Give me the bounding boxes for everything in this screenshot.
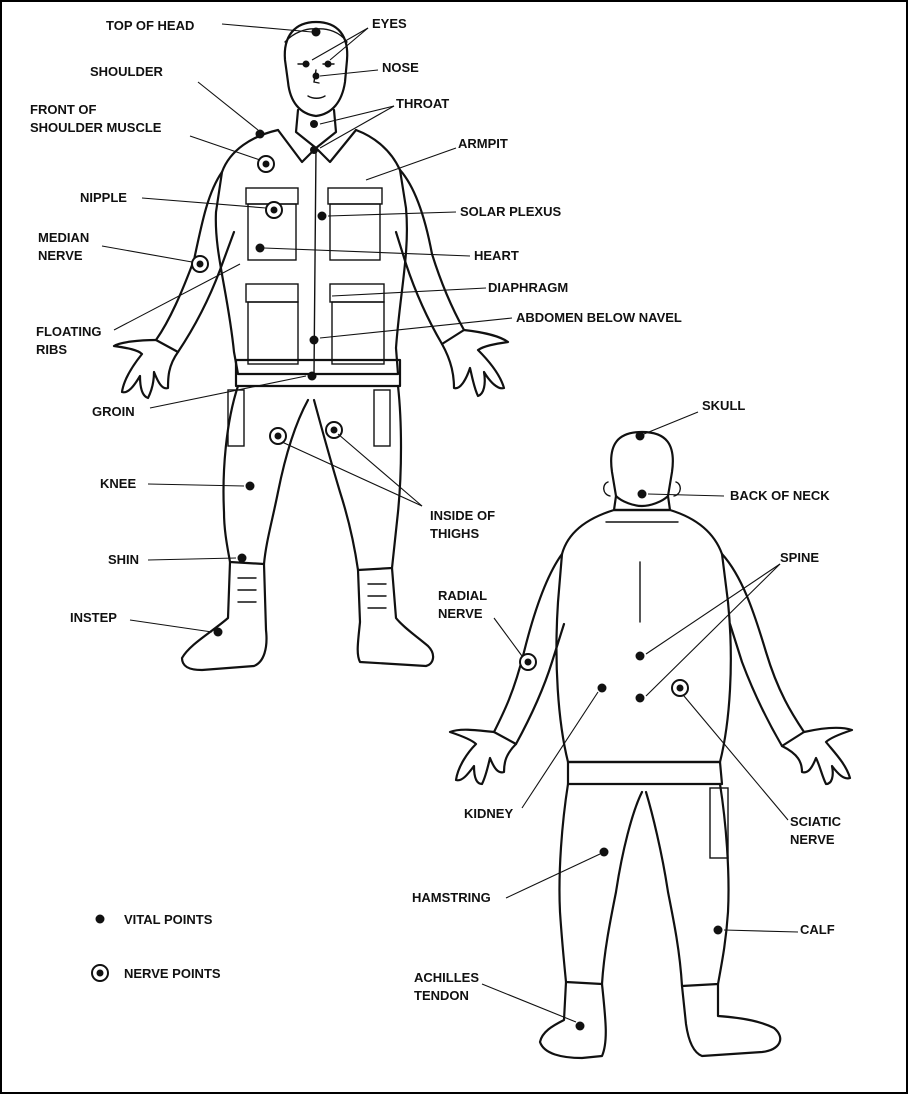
back-belt <box>568 762 722 784</box>
legend-nerve-points-label: NERVE POINTS <box>124 966 221 981</box>
legend-nerve-point-icon <box>92 965 108 981</box>
label-radial-nerve-line2: NERVE <box>438 606 483 621</box>
label-median-nerve-line1: MEDIAN <box>38 230 89 245</box>
label-front-of-shoulder-muscle-line1: FRONT OF <box>30 102 96 117</box>
vital-point-knee <box>246 482 255 491</box>
label-floating-ribs-line1: FLOATING <box>36 324 101 339</box>
label-nose: NOSE <box>382 60 419 75</box>
label-front-of-shoulder-muscle-line2: SHOULDER MUSCLE <box>30 120 162 135</box>
label-inside-of-thighs-line1: INSIDE OF <box>430 508 495 523</box>
label-top-of-head: TOP OF HEAD <box>106 18 194 33</box>
legend-vital-points-label: VITAL POINTS <box>124 912 213 927</box>
back-right-hand <box>782 728 852 784</box>
vital-point-groin <box>308 372 317 381</box>
label-groin: GROIN <box>92 404 135 419</box>
label-nipple: NIPPLE <box>80 190 127 205</box>
back-torso <box>556 510 730 762</box>
nerve-point-inside-of-thigh-left <box>270 428 286 444</box>
label-sciatic-nerve-line1: SCIATIC <box>790 814 842 829</box>
vital-point-skull <box>636 432 645 441</box>
label-back-of-neck: BACK OF NECK <box>730 488 830 503</box>
back-right-arm <box>722 554 804 746</box>
label-armpit: ARMPIT <box>458 136 508 151</box>
back-yoke-seam <box>606 522 678 622</box>
front-right-boot <box>358 568 433 666</box>
vital-point-shoulder <box>256 130 265 139</box>
label-radial-nerve-line1: RADIAL <box>438 588 487 603</box>
vital-point-heart <box>256 244 265 253</box>
vital-point-spine-1 <box>636 652 645 661</box>
label-calf: CALF <box>800 922 835 937</box>
label-sciatic-nerve-line2: NERVE <box>790 832 835 847</box>
back-left-boot <box>540 982 606 1058</box>
nerve-point-front-of-shoulder-muscle <box>258 156 274 172</box>
vital-point-abdomen-below-navel <box>310 336 319 345</box>
vital-point-spine-2 <box>636 694 645 703</box>
vital-point-calf <box>714 926 723 935</box>
pocket-flap-lower-left <box>246 284 298 302</box>
pocket-flap-upper-right <box>328 188 382 204</box>
vital-point-throat-1 <box>310 120 318 128</box>
nerve-point-nipple <box>266 202 282 218</box>
vital-point-eye-left <box>303 61 310 68</box>
vital-point-top-of-head <box>312 28 321 37</box>
vital-point-eye-right <box>325 61 332 68</box>
front-left-hand <box>114 340 178 398</box>
back-right-leg <box>646 784 729 986</box>
nerve-point-sciatic-nerve <box>672 680 688 696</box>
legend: VITAL POINTS NERVE POINTS <box>92 912 221 981</box>
vital-point-instep <box>214 628 223 637</box>
back-left-arm <box>494 554 564 744</box>
nerve-point-radial-nerve <box>520 654 536 670</box>
pocket-lower-left <box>248 302 298 364</box>
label-heart: HEART <box>474 248 519 263</box>
back-right-boot <box>682 984 780 1056</box>
vital-point-back-of-neck <box>638 490 647 499</box>
label-abdomen-below-navel: ABDOMEN BELOW NAVEL <box>516 310 682 325</box>
label-instep: INSTEP <box>70 610 117 625</box>
front-left-leg <box>224 386 308 564</box>
label-median-nerve-line2: NERVE <box>38 248 83 263</box>
back-figure <box>450 432 852 1058</box>
boot-laces <box>238 578 386 608</box>
front-right-hand <box>442 330 508 396</box>
label-shin: SHIN <box>108 552 139 567</box>
vital-point-shin <box>238 554 247 563</box>
nerve-point-median-nerve <box>192 256 208 272</box>
label-achilles-tendon-line2: TENDON <box>414 988 469 1003</box>
leader-lines <box>102 24 798 1022</box>
vital-point-nose <box>313 73 320 80</box>
label-solar-plexus: SOLAR PLEXUS <box>460 204 561 219</box>
label-achilles-tendon-line1: ACHILLES <box>414 970 479 985</box>
front-right-leg <box>314 386 401 570</box>
label-throat: THROAT <box>396 96 449 111</box>
label-shoulder: SHOULDER <box>90 64 164 79</box>
label-kidney: KIDNEY <box>464 806 513 821</box>
label-spine: SPINE <box>780 550 819 565</box>
cargo-pocket-right <box>374 390 390 446</box>
legend-vital-point-icon <box>96 915 105 924</box>
label-floating-ribs-line2: RIBS <box>36 342 67 357</box>
front-labels: TOP OF HEAD EYES SHOULDER NOSE THROAT FR… <box>30 16 682 625</box>
label-skull: SKULL <box>702 398 745 413</box>
label-inside-of-thighs-line2: THIGHS <box>430 526 479 541</box>
pocket-lower-right <box>332 302 384 364</box>
vital-point-throat-2 <box>310 146 318 154</box>
label-hamstring: HAMSTRING <box>412 890 491 905</box>
label-knee: KNEE <box>100 476 136 491</box>
pocket-flap-lower-right <box>330 284 384 302</box>
label-eyes: EYES <box>372 16 407 31</box>
vital-point-kidney <box>598 684 607 693</box>
back-left-leg <box>559 784 642 984</box>
vital-point-hamstring <box>600 848 609 857</box>
label-diaphragm: DIAPHRAGM <box>488 280 568 295</box>
vital-point-solar-plexus <box>318 212 327 221</box>
front-figure <box>114 22 508 670</box>
front-face <box>298 64 334 98</box>
vital-point-achilles-tendon <box>576 1022 585 1031</box>
back-labels: SKULL BACK OF NECK SPINE RADIAL NERVE KI… <box>412 398 842 1003</box>
